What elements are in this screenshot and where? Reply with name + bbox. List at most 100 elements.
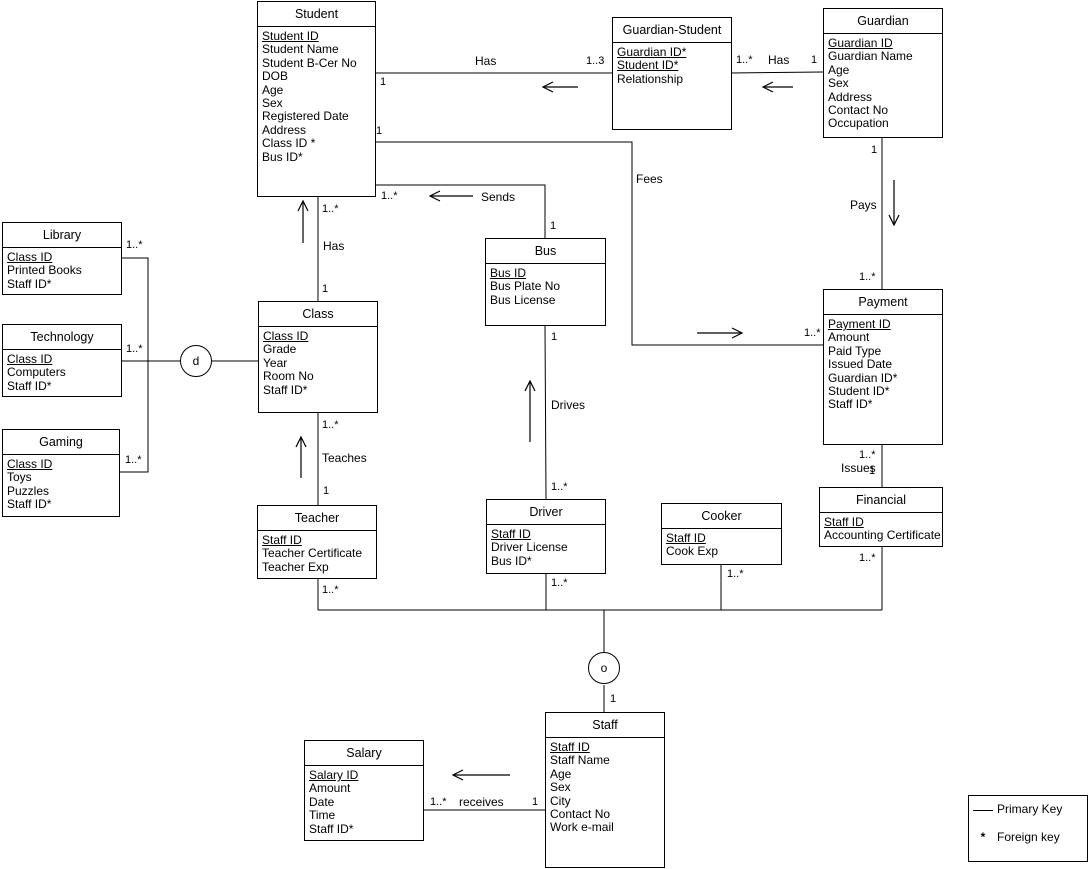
card-guardian-gs-gs: 1..*: [736, 54, 753, 66]
entity-title: Class: [259, 302, 377, 327]
attribute: Room No: [263, 369, 314, 384]
attribute: Student Name: [262, 42, 339, 57]
entity-title: Library: [3, 223, 121, 248]
primary-key-attribute: Class ID: [263, 329, 309, 343]
primary-key-attribute: Staff ID: [666, 531, 706, 545]
arrow-receives: [451, 769, 510, 781]
attribute: Staff ID*: [828, 397, 873, 412]
attribute: Year: [263, 355, 288, 370]
line-library-bus: [120, 257, 149, 473]
attribute: Date: [309, 794, 335, 809]
attribute: Bus License: [490, 292, 556, 307]
entity-title: Payment: [824, 290, 942, 315]
asterisk-icon: *: [980, 830, 986, 844]
attribute: Staff ID*: [7, 276, 52, 291]
attribute: Staff ID*: [309, 821, 354, 836]
primary-key-attribute: Class ID: [7, 250, 53, 264]
attribute: Puzzles: [7, 483, 50, 498]
attribute: Age: [262, 82, 284, 97]
card-payment-fees: 1..*: [804, 327, 821, 339]
attribute: Address: [262, 122, 307, 137]
card-bus-sends: 1: [550, 220, 557, 232]
attribute: Toys: [7, 470, 32, 485]
attribute: Bus Plate No: [490, 279, 561, 294]
relationship-pays: Pays: [850, 198, 877, 212]
primary-key-attribute: Class ID: [7, 352, 53, 366]
attribute: Staff ID*: [7, 378, 52, 393]
attribute: Amount: [828, 330, 870, 345]
attribute: Printed Books: [7, 263, 82, 278]
attribute: Sex: [550, 780, 571, 795]
relationship-receives: receives: [459, 795, 504, 809]
entity-title: Driver: [487, 500, 605, 525]
relationship-issues: Issues: [841, 461, 876, 475]
attribute: Age: [550, 766, 572, 781]
card-student-class: 1..*: [322, 203, 339, 215]
attribute: Student ID*: [828, 384, 890, 399]
attribute: Amount: [309, 781, 351, 796]
card-teacher-teaches: 1: [323, 485, 330, 497]
attribute: DOB: [262, 69, 289, 84]
attribute: City: [550, 793, 571, 808]
arrow-teaches: [295, 435, 307, 478]
arrow-has-guardian: [761, 81, 793, 93]
card-payment-pays: 1..*: [859, 271, 876, 283]
attribute: Staff ID*: [263, 382, 308, 397]
attribute: Cook Exp: [666, 544, 719, 559]
primary-key-attribute: Bus ID: [490, 266, 527, 280]
relationship-has-guardian-student: Has: [475, 54, 497, 68]
entity-title: Student: [258, 2, 375, 27]
attribute: Class ID *: [262, 136, 316, 151]
attribute: Contact No: [828, 103, 889, 118]
legend-foreign-key-label: Foreign key: [997, 830, 1060, 844]
entity-title: Staff: [546, 713, 664, 738]
card-gaming: 1..*: [125, 454, 142, 466]
attribute: Sex: [262, 96, 283, 111]
attribute: Contact No: [550, 807, 611, 822]
attribute: Work e-mail: [550, 820, 614, 835]
relationship-teaches: Teaches: [322, 451, 367, 465]
card-staff-receives: 1: [532, 796, 539, 808]
primary-key-attribute: Staff ID: [491, 527, 531, 541]
legend-primary-key: Primary Key: [973, 802, 1062, 816]
card-financial-issues: 1: [869, 465, 876, 477]
entity-title: Guardian: [824, 9, 942, 34]
underline-icon: [973, 810, 993, 811]
card-guardian-gs-guardian: 1: [811, 54, 818, 66]
arrow-sends: [428, 190, 473, 202]
card-guardian-pays: 1: [871, 144, 878, 156]
primary-key-attribute: Class ID: [7, 457, 53, 471]
attribute: Bus ID*: [491, 553, 532, 568]
disjoint-circle: d: [180, 345, 212, 377]
entity-title: Teacher: [258, 506, 376, 531]
attribute: Driver License: [491, 540, 568, 555]
line-student-bus: [375, 184, 546, 238]
line-student-payment: [375, 141, 823, 346]
primary-key-attribute: Student ID: [262, 29, 319, 43]
legend: Primary Key * Foreign key: [968, 795, 1088, 862]
card-financial-staff: 1..*: [859, 552, 876, 564]
card-technology: 1..*: [126, 343, 143, 355]
primary-key-attribute: Staff ID: [550, 740, 590, 754]
attribute: Paid Type: [828, 343, 882, 358]
attribute: Accounting Certificate: [824, 528, 941, 543]
card-driver-staff: 1..*: [551, 577, 568, 589]
primary-key-attribute: Salary ID: [309, 768, 359, 782]
legend-foreign-key: * Foreign key: [973, 830, 1060, 844]
